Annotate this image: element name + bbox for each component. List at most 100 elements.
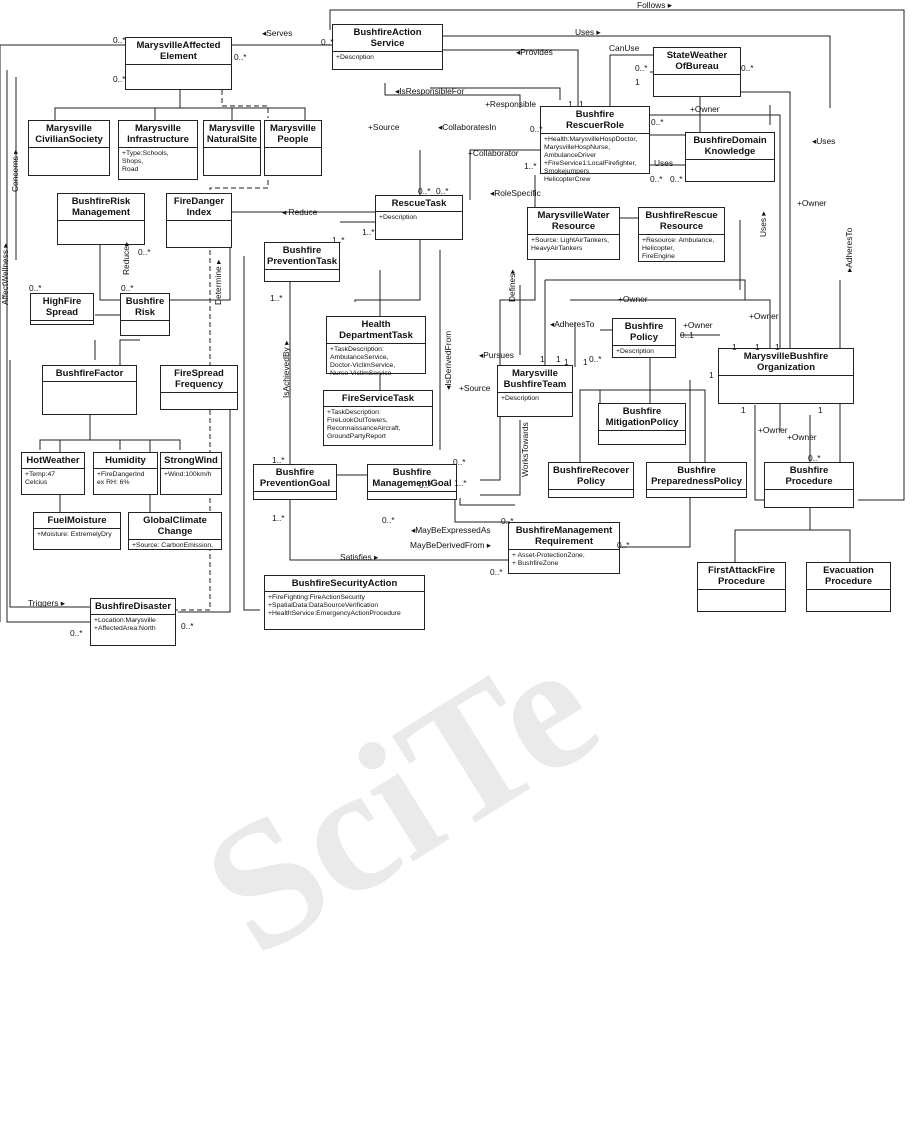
multiplicity: 1..* [272,513,285,523]
multiplicity: 0..* [113,35,126,45]
class-name: Marysville BushfireTeam [498,366,572,393]
multiplicity: 0..* [650,174,663,184]
relation-label: ◂ Reduce [282,207,318,217]
class-name: Marysville NaturalSite [204,121,260,148]
multiplicity: 0..* [617,540,630,550]
class-name: MarysvilleWater Resource [528,208,619,235]
class-action-service: BushfireAction Service+Description [332,24,443,70]
class-name: Marysville People [265,121,321,148]
class-high-fire-spread: HighFire Spread [30,293,94,325]
class-health-task: Health DepartmentTask+TaskDescription: A… [326,316,426,377]
class-name: Marysville CivilianSociety [29,121,109,148]
multiplicity: 0..* [501,516,514,526]
class-infrastructure: Marysville Infrastructure+Type:Schools, … [118,120,198,180]
class-fire-spread-freq: FireSpread Frequency [160,365,238,410]
class-attributes [161,393,237,397]
class-name: Bushfire RescuerRole [541,107,649,134]
class-attributes [204,148,260,152]
class-prevention-goal: Bushfire PreventionGoal [253,464,337,500]
multiplicity: 0..* [113,74,126,84]
class-attributes: + Asset-ProtectionZone, + BushfireZone [512,552,585,567]
class-attributes: +Health:MarysvilleHospDoctor, Marysville… [544,136,638,183]
class-name: RescueTask [376,196,462,212]
class-name: Bushfire Risk [121,294,169,321]
class-fuel-moisture: FuelMoisture+Moisture: ExtremelyDry [33,512,121,550]
relation-label: Follows ▸ [637,0,672,10]
class-fire-danger: FireDanger Index [166,193,232,248]
class-attributes: +Type:Schools, Shops, Road [122,150,169,173]
class-evacuation: Evacuation Procedure [806,562,891,612]
relation-label: ◂Serves [262,28,293,38]
multiplicity: 1..* [272,455,285,465]
class-hot-weather: HotWeather+Temp:47 Celcius [21,452,85,495]
class-name: StrongWind [161,453,221,469]
multiplicity: 0..1 [680,330,694,340]
class-recover-policy: BushfireRecover Policy [548,462,634,498]
multiplicity: 0..* [418,186,431,196]
class-name: BushfireManagement Requirement [509,523,619,550]
class-domain-knowledge: BushfireDomain Knowledge [685,132,775,182]
relation-label-vertical: WorksTowards [520,422,530,477]
class-name: BushfireRisk Management [58,194,144,221]
class-natural-site: Marysville NaturalSite [203,120,261,176]
class-name: Bushfire PreventionGoal [254,465,336,492]
relation-label: +Owner [758,425,788,435]
multiplicity: 1 [564,357,569,367]
class-attributes [654,75,740,79]
multiplicity: 1 [540,354,545,364]
class-name: Bushfire Procedure [765,463,853,490]
multiplicity: 1 [818,405,823,415]
class-name: Bushfire ManagementGoal [368,465,456,492]
class-name: FireServiceTask [324,391,432,407]
class-mitigation-policy: Bushfire MitigationPolicy [598,403,686,445]
relation-label: ◂IsResponsibleFor [395,86,465,96]
multiplicity: 0..* [70,628,83,638]
class-procedure: Bushfire Procedure [764,462,854,508]
class-attributes [126,65,231,69]
class-attributes [549,490,633,494]
relation-label: ◂Pursues [479,350,514,360]
multiplicity: 1..* [454,478,467,488]
class-fire-team: Marysville BushfireTeam +Description [497,365,573,417]
class-name: BushfireFactor [43,366,136,382]
relation-label: Satisfies ▸ [340,552,379,562]
class-risk-mgmt: BushfireRisk Management [57,193,145,245]
relation-label-vertical: ▸AdheresTo [844,227,854,272]
relation-label: +Owner [690,104,720,114]
class-attributes: +Location:Marysville +AffectedArea:North [94,617,156,632]
relation-label: ◂MayBeExpressedAs [411,525,491,535]
class-policy: Bushfire Policy+Description [612,318,676,358]
class-organization: MarysvilleBushfire Organization [718,348,854,404]
class-attributes [807,590,890,594]
class-humidity: Humidity+FireDangerInd ex RH: 6% [93,452,158,495]
class-attributes [698,590,785,594]
class-rescue-task: RescueTask +Description [375,195,463,240]
multiplicity: 1 [732,342,737,352]
relation-label-vertical: Uses ▸ [758,211,768,237]
multiplicity: 0..* [490,567,503,577]
multiplicity: 0..* [321,37,334,47]
class-attributes: +Description [379,214,417,221]
class-state-weather: StateWeather OfBureau [653,47,741,97]
class-name: Bushfire PreventionTask [265,243,339,270]
relation-label-vertical: Determine ▸ [213,259,223,305]
multiplicity: 1..* [524,161,537,171]
class-attributes: +Description [501,395,539,402]
multiplicity: 0..* [138,247,151,257]
class-attributes [599,431,685,435]
class-attributes: +Temp:47 Celcius [25,471,56,486]
class-management-goal: Bushfire ManagementGoal [367,464,457,500]
class-civilian: Marysville CivilianSociety [28,120,110,176]
multiplicity: 0..* [436,186,449,196]
relation-label-vertical: ◂IsDerivedFrom [443,330,453,390]
class-attributes: +Source: LightAirTankers, HeavyAirTanker… [531,237,610,252]
class-attributes: +Resource: Ambulance, Helicopter, FireEn… [642,237,715,260]
class-attributes [647,490,746,494]
multiplicity: 1..* [270,293,283,303]
class-attributes: +Description [336,54,374,61]
relation-label: ◂Provides [516,47,553,57]
class-attributes: +Moisture: ExtremelyDry [37,531,112,538]
multiplicity: 1 [579,99,584,109]
multiplicity: 1 [741,405,746,415]
